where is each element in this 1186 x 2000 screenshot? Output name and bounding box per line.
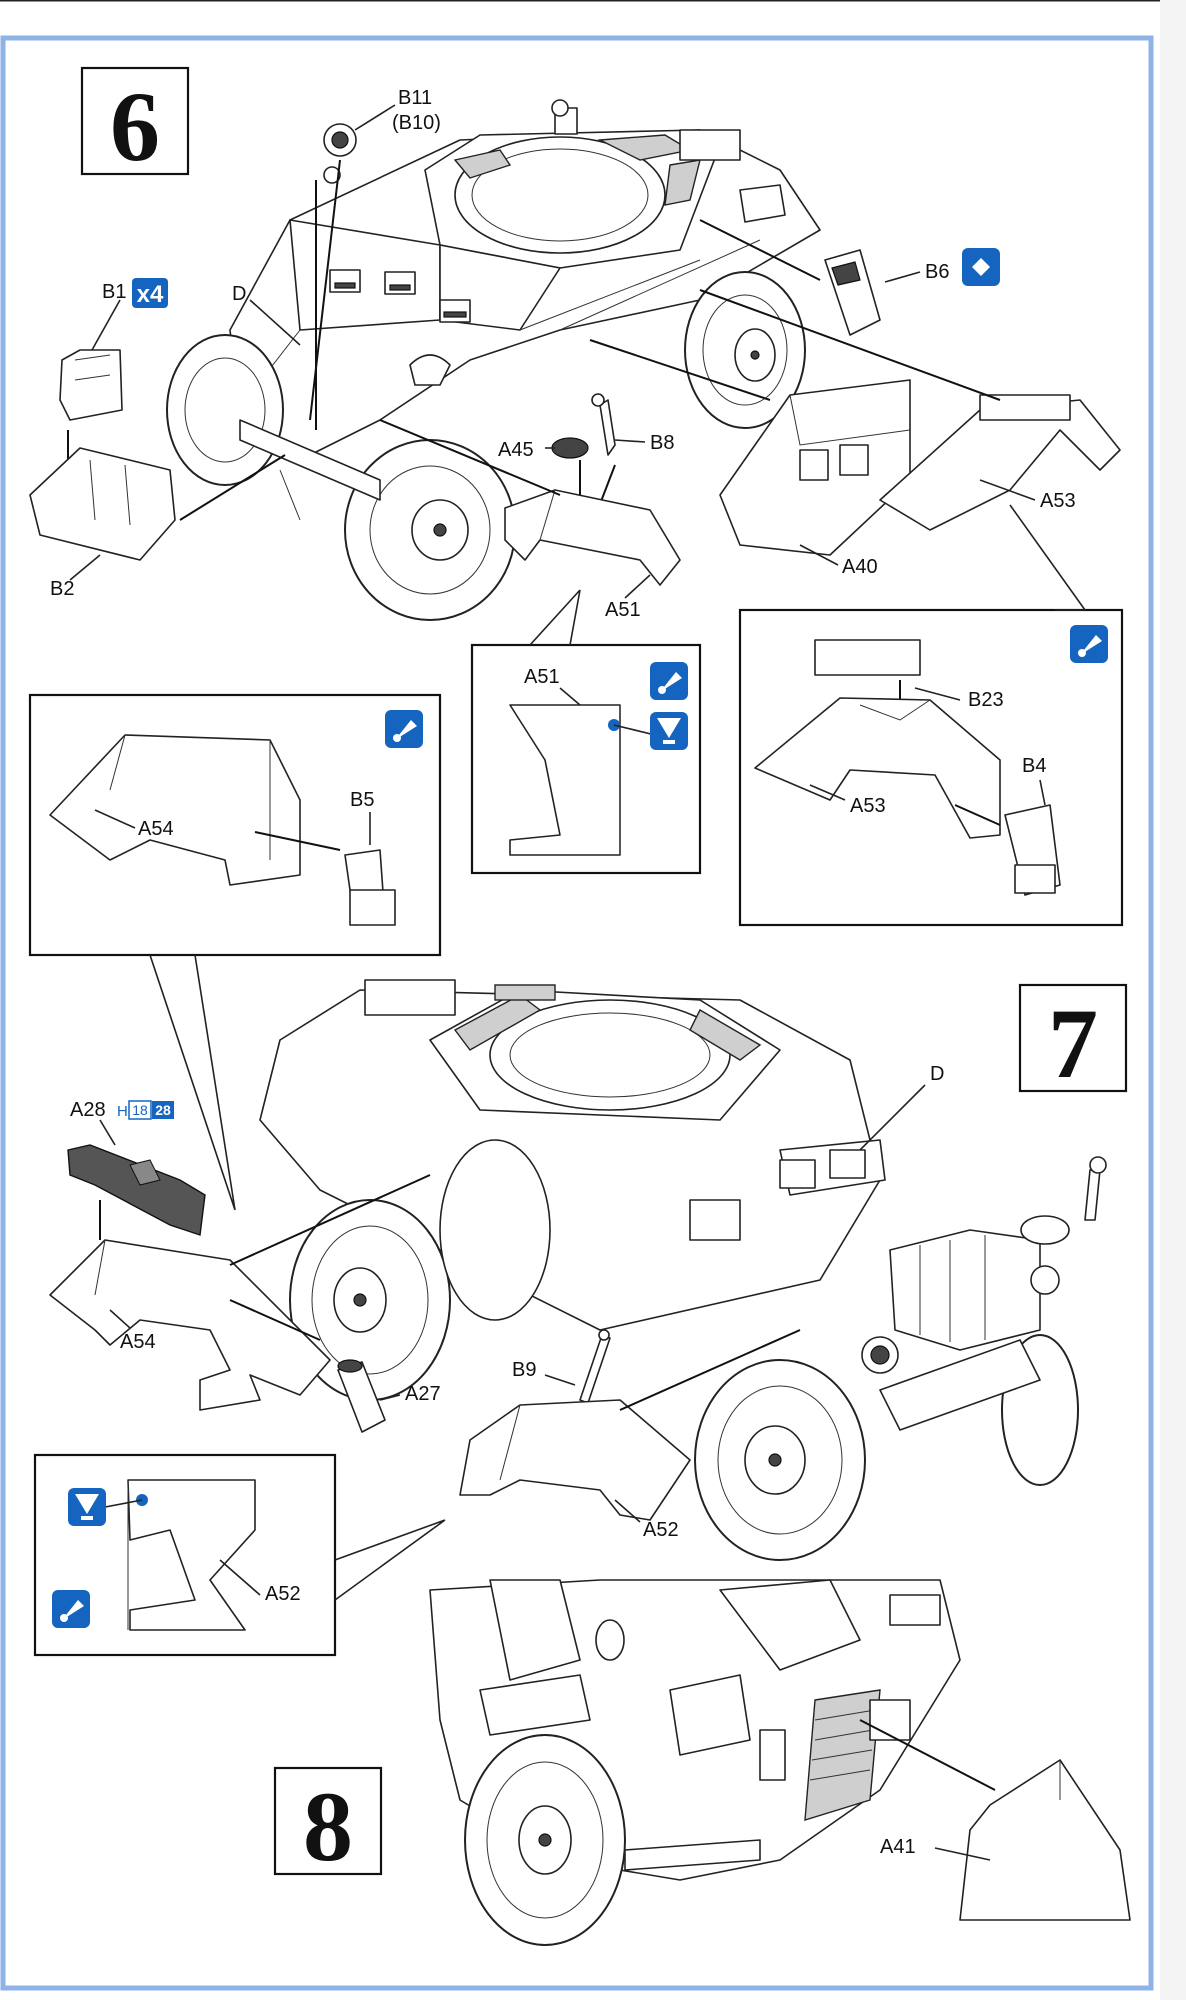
part-b9: B9 — [512, 1329, 611, 1470]
label-a52-detail: A52 — [265, 1583, 301, 1605]
part-b2: B2 — [29, 447, 286, 600]
label-a51: A51 — [605, 599, 641, 621]
part-a27: A27 — [229, 1299, 441, 1433]
label-d-top: D — [232, 283, 246, 305]
label-a41: A41 — [880, 1836, 916, 1858]
label-b10: (B10) — [392, 112, 441, 134]
part-b11: B11 (B10) — [309, 87, 441, 430]
part-a41: A41 — [859, 1719, 1131, 1921]
detail-a54: A54 B5 — [28, 693, 442, 1211]
vehicle-step-7 — [259, 979, 1107, 1561]
tag-a28-1: 18 — [132, 1102, 148, 1118]
part-a28: A28 H 18 28 — [67, 1099, 206, 1240]
label-b23: B23 — [968, 689, 1004, 711]
label-a28: A28 — [70, 1099, 106, 1121]
label-b9: B9 — [512, 1359, 536, 1381]
label-a54-detail: A54 — [138, 818, 174, 840]
tag-a28-h: H — [117, 1103, 128, 1120]
part-a54: A54 — [49, 1174, 431, 1411]
label-a45: A45 — [498, 439, 534, 461]
part-b6: B6 — [699, 219, 1000, 336]
label-a54: A54 — [120, 1331, 156, 1353]
detail-a53: B23 A53 B4 — [738, 504, 1124, 927]
label-a53: A53 — [1040, 490, 1076, 512]
label-a53-detail: A53 — [850, 795, 886, 817]
vehicle-step-6 — [166, 99, 821, 621]
label-d-mid: D — [930, 1063, 944, 1085]
label-b1: B1 — [102, 281, 126, 303]
label-b11: B11 — [398, 87, 432, 109]
part-a40: A40 — [589, 339, 911, 578]
quantity-badge-icon — [132, 278, 168, 308]
step-6-box: 6 — [80, 66, 190, 182]
label-b2: B2 — [50, 578, 74, 600]
label-b6: B6 — [925, 261, 949, 283]
label-b5: B5 — [350, 789, 374, 811]
step-8-box: 8 — [273, 1766, 383, 1882]
part-a53: A53 — [699, 289, 1121, 531]
step-8-number: 8 — [303, 1771, 353, 1882]
step-6-number: 6 — [110, 71, 160, 182]
label-b1-qty: x4 — [137, 281, 164, 308]
step-7-number: 7 — [1048, 988, 1098, 1099]
vehicle-step-8 — [429, 1579, 961, 1946]
label-a40: A40 — [842, 556, 878, 578]
label-a27: A27 — [405, 1383, 441, 1405]
detail-a51: A51 — [470, 589, 702, 875]
tag-a28-2: 28 — [155, 1102, 171, 1118]
detail-a52: A52 — [33, 1453, 446, 1657]
step-7-box: 7 — [1018, 983, 1128, 1099]
page-border — [0, 35, 1154, 1991]
part-a51: A51 — [379, 419, 681, 621]
label-b4: B4 — [1022, 755, 1046, 777]
part-a52: A52 — [459, 1329, 801, 1541]
part-b1: B1 x4 — [59, 278, 168, 470]
label-a51-detail: A51 — [524, 666, 560, 688]
label-b8: B8 — [650, 432, 674, 454]
label-a52: A52 — [643, 1519, 679, 1541]
